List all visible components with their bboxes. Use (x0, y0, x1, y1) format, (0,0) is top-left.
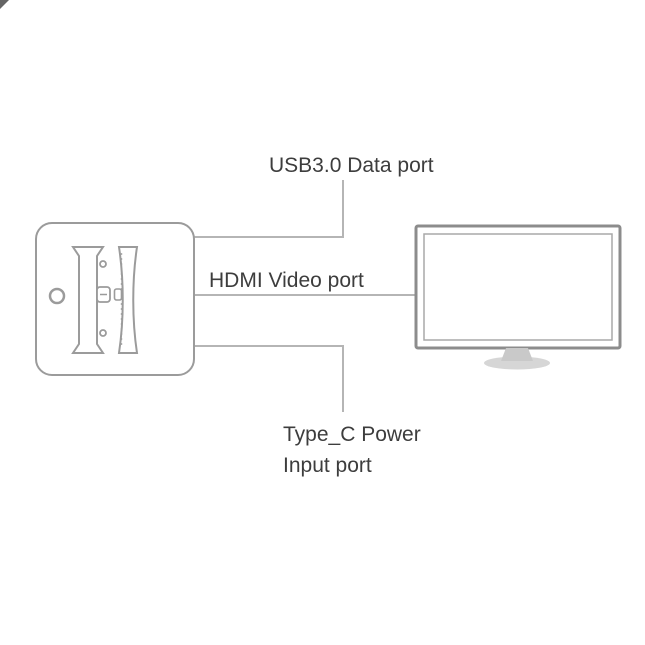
monitor-screen (414, 224, 622, 350)
usb-connector-line (194, 180, 344, 238)
typec-port-label-line2: Input port (283, 454, 372, 477)
strip-notch (113, 288, 123, 301)
dock-console-strip (117, 246, 139, 354)
typec-port-label: Type_C Power Input port (283, 419, 453, 481)
rail-dot-bottom (99, 329, 107, 337)
dock-device (35, 222, 195, 376)
monitor-stand-neck (501, 348, 533, 361)
usb-port-label: USB3.0 Data port (269, 154, 434, 177)
device-button-circle (48, 287, 66, 305)
monitor-stand-base (484, 356, 550, 370)
monitor (414, 224, 622, 370)
connector-lines (194, 180, 416, 412)
rail-dot-top (99, 260, 107, 268)
hdmi-port-label: HDMI Video port (209, 269, 364, 292)
dock-cradle-left (71, 246, 105, 354)
typec-port-label-line1: Type_C Power (283, 423, 421, 446)
corner-artifact (0, 0, 9, 9)
typec-connector-line (194, 345, 344, 412)
monitor-inner-screen (423, 233, 613, 341)
